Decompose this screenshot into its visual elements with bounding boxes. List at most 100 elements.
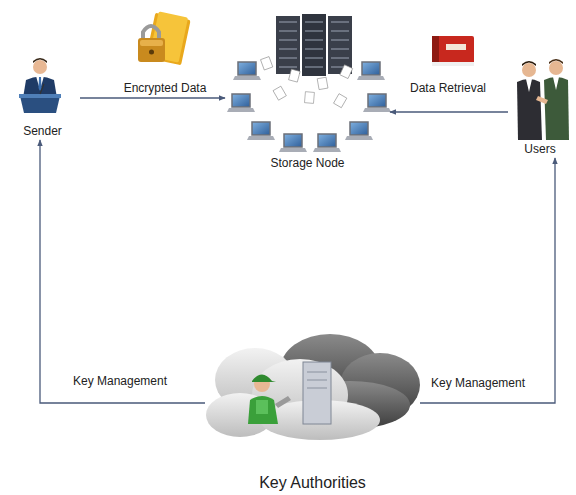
edge-label: Key Management bbox=[429, 376, 527, 390]
flow-arrow bbox=[420, 158, 555, 403]
storage-servers bbox=[331, 40, 349, 41]
encrypted-data-icon bbox=[143, 26, 159, 40]
storage-servers bbox=[357, 62, 385, 80]
storage-node: Storage Node bbox=[225, 10, 390, 172]
edge-label: Key Management bbox=[71, 374, 169, 388]
data-retrieval-icon bbox=[432, 36, 474, 66]
encrypted-data-icon bbox=[138, 38, 165, 62]
storage-servers bbox=[227, 94, 255, 112]
users-node: Users bbox=[508, 55, 572, 158]
storage-servers bbox=[279, 22, 297, 23]
storage-servers bbox=[289, 69, 301, 82]
storage-servers bbox=[279, 31, 297, 32]
storage-servers bbox=[279, 148, 307, 152]
storage-servers bbox=[318, 134, 336, 147]
storage-servers bbox=[331, 22, 349, 23]
key-authority-cloud bbox=[307, 372, 327, 388]
data-retrieval-icon bbox=[432, 36, 474, 66]
storage-servers bbox=[362, 62, 380, 75]
node-label: Key Authorities bbox=[259, 473, 366, 492]
edge-label: Data Retrieval bbox=[408, 81, 488, 95]
sender-figure bbox=[20, 96, 60, 113]
node-label: Users bbox=[524, 142, 555, 156]
storage-servers bbox=[252, 122, 270, 135]
storage-servers bbox=[305, 40, 323, 41]
sender-figure bbox=[33, 60, 47, 74]
data-retrieval-icon bbox=[432, 62, 474, 66]
users-figure bbox=[517, 79, 542, 140]
storage-servers bbox=[227, 108, 255, 112]
users-figure bbox=[536, 96, 548, 104]
key-authority-node: Key Authorities bbox=[205, 328, 420, 494]
storage-servers bbox=[284, 134, 302, 147]
storage-servers bbox=[304, 92, 314, 104]
storage-servers bbox=[305, 22, 323, 23]
sender-figure bbox=[33, 58, 47, 63]
users-figure bbox=[522, 63, 536, 77]
encrypted-data-icon bbox=[138, 11, 191, 65]
storage-servers bbox=[305, 49, 323, 50]
storage-servers bbox=[368, 94, 386, 107]
users-figure bbox=[549, 59, 563, 64]
key-authority-cloud bbox=[206, 348, 380, 440]
storage-servers bbox=[317, 77, 328, 89]
storage-servers bbox=[276, 16, 300, 74]
flow-arrow bbox=[40, 140, 205, 403]
storage-servers bbox=[279, 22, 349, 67]
storage-servers bbox=[357, 76, 385, 80]
sender-figure bbox=[19, 94, 61, 98]
users-figure bbox=[553, 77, 559, 90]
storage-servers bbox=[232, 94, 250, 107]
users-figure bbox=[544, 77, 569, 140]
storage-servers bbox=[279, 58, 297, 59]
storage-servers bbox=[345, 136, 373, 140]
storage-servers bbox=[273, 86, 286, 100]
users-figure bbox=[549, 61, 563, 75]
storage-servers bbox=[247, 122, 275, 140]
storage-servers bbox=[313, 148, 341, 152]
storage-servers bbox=[331, 31, 349, 32]
encrypted-data-icon bbox=[149, 50, 154, 55]
data-retrieval-icon bbox=[446, 44, 466, 50]
storage-servers bbox=[233, 76, 261, 80]
storage-servers bbox=[313, 134, 341, 152]
storage-servers bbox=[350, 122, 368, 135]
sender-figure bbox=[19, 58, 61, 113]
storage-servers bbox=[305, 58, 323, 59]
storage-servers bbox=[238, 62, 256, 75]
storage-servers bbox=[247, 136, 275, 140]
key-authority-cloud bbox=[307, 380, 327, 381]
key-authority-cloud bbox=[248, 396, 278, 424]
key-authority-cloud bbox=[256, 400, 268, 414]
storage-servers bbox=[279, 134, 307, 152]
node-label: Storage Node bbox=[270, 156, 344, 170]
storage-servers bbox=[363, 94, 391, 112]
key-authority-cloud bbox=[206, 334, 420, 440]
edge-label: Encrypted Data bbox=[122, 81, 209, 95]
sender-figure bbox=[39, 77, 42, 91]
sender-figure bbox=[40, 84, 44, 94]
storage-servers bbox=[305, 67, 323, 68]
storage-servers bbox=[345, 122, 373, 140]
storage-servers bbox=[227, 14, 391, 152]
node-label: Sender bbox=[23, 124, 62, 138]
storage-servers bbox=[302, 14, 326, 76]
storage-servers bbox=[328, 16, 352, 74]
storage-servers bbox=[340, 65, 353, 79]
storage-servers bbox=[363, 108, 391, 112]
key-authority-cloud bbox=[307, 372, 327, 373]
storage-servers bbox=[233, 62, 261, 80]
users-figure bbox=[526, 79, 532, 92]
users-figure bbox=[522, 61, 536, 66]
sender-node: Sender bbox=[5, 55, 80, 140]
key-authority-cloud bbox=[252, 375, 276, 383]
storage-servers bbox=[261, 57, 353, 108]
storage-servers bbox=[279, 40, 297, 41]
flow-arrow bbox=[80, 97, 225, 98]
users-figure bbox=[517, 59, 569, 140]
storage-servers bbox=[331, 58, 349, 59]
flow-arrow bbox=[390, 111, 508, 112]
